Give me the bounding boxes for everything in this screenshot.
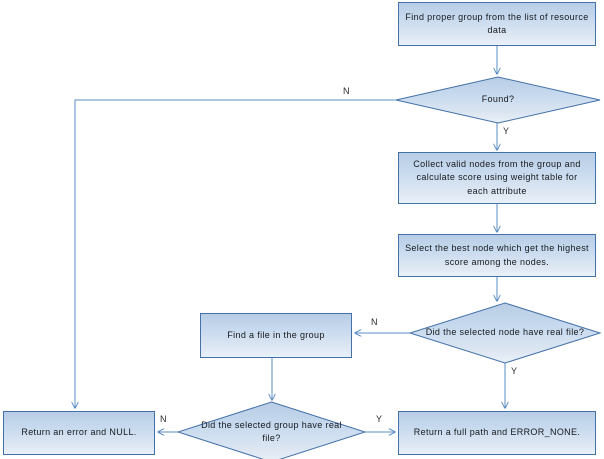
edge-label-node-file-yes: Y bbox=[511, 366, 518, 376]
edge-label-node-file-no: N bbox=[371, 317, 378, 327]
edge-found-no-to-return-error bbox=[75, 99, 396, 408]
node-find-file-in-group[interactable]: Find a file in the group bbox=[200, 313, 352, 358]
edge-label-found-no: N bbox=[343, 86, 350, 96]
node-select-best-node-label: Select the best node which get the highe… bbox=[405, 243, 589, 267]
node-node-has-real-file-decision[interactable]: Did the selected node have real file? bbox=[408, 302, 602, 364]
node-return-error-and-null[interactable]: Return an error and NULL. bbox=[3, 411, 155, 455]
edge-label-group-file-no: N bbox=[160, 414, 167, 424]
node-select-best-node[interactable]: Select the best node which get the highe… bbox=[398, 234, 596, 277]
node-group-has-real-file-decision[interactable]: Did the selected group have real file? bbox=[176, 401, 367, 459]
node-find-file-in-group-label: Find a file in the group bbox=[227, 329, 325, 340]
found-diamond-shape bbox=[395, 76, 601, 124]
node-return-full-path-label: Return a full path and ERROR_NONE. bbox=[413, 427, 581, 438]
node-collect-valid-nodes-label: Collect valid nodes from the group and c… bbox=[413, 159, 581, 196]
edge-label-found-yes: Y bbox=[503, 126, 510, 136]
node-find-proper-group-label: Find proper group from the list of resou… bbox=[405, 11, 589, 35]
node-found-decision[interactable]: Found? bbox=[395, 76, 601, 124]
node-return-full-path[interactable]: Return a full path and ERROR_NONE. bbox=[398, 411, 596, 455]
edge-label-group-file-yes: Y bbox=[376, 414, 383, 424]
node-return-error-and-null-label: Return an error and NULL. bbox=[21, 427, 137, 438]
node-find-proper-group[interactable]: Find proper group from the list of resou… bbox=[398, 2, 596, 46]
group-file-diamond-shape bbox=[176, 401, 367, 459]
node-collect-valid-nodes[interactable]: Collect valid nodes from the group and c… bbox=[398, 152, 596, 204]
node-file-diamond-shape bbox=[408, 302, 602, 364]
